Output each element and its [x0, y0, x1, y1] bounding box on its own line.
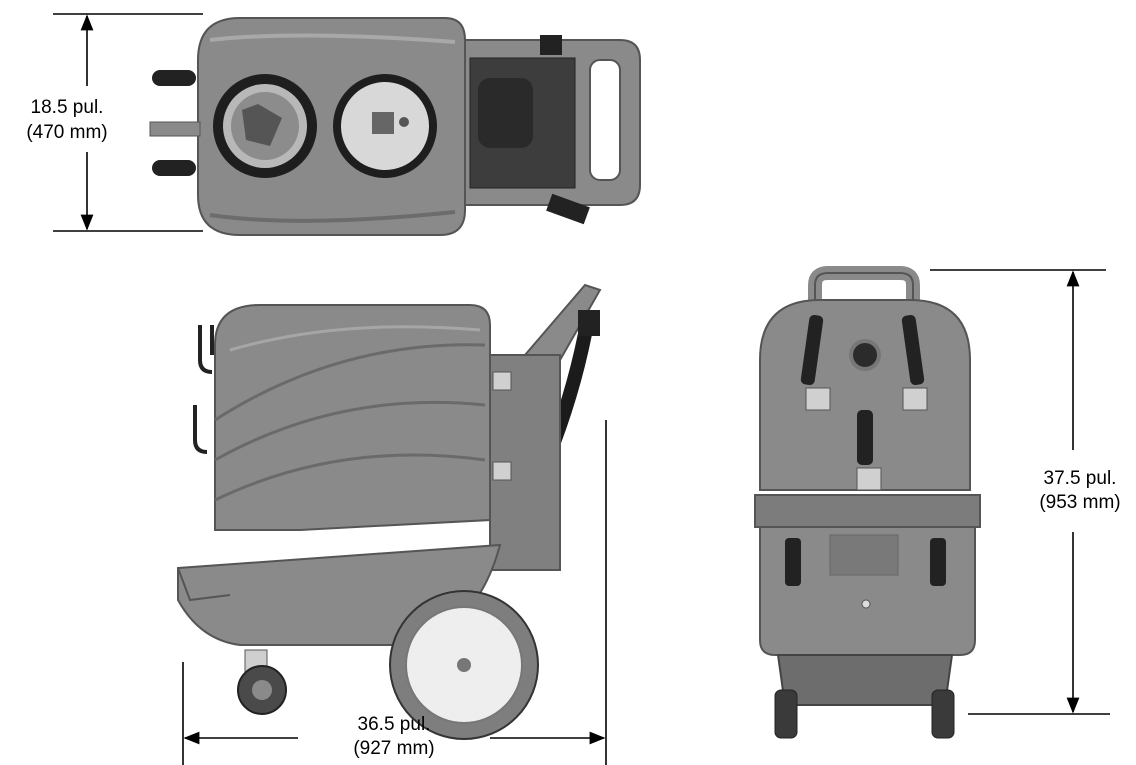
top-view-illustration [149, 17, 641, 236]
length-dimension: 36.5 pul. (927 mm) [182, 420, 607, 765]
length-imperial-label: 36.5 pul. [358, 714, 431, 735]
height-dimension: 37.5 pul. (953 mm) [930, 269, 1121, 715]
front-view-illustration [754, 266, 981, 739]
height-metric-label: (953 mm) [1039, 492, 1120, 513]
width-metric-label: (470 mm) [26, 122, 107, 143]
width-imperial-label: 18.5 pul. [31, 97, 104, 118]
height-imperial-label: 37.5 pul. [1044, 468, 1117, 489]
width-dimension: 18.5 pul. (470 mm) [26, 13, 203, 232]
side-view-illustration [177, 283, 602, 740]
length-metric-label: (927 mm) [353, 738, 434, 759]
